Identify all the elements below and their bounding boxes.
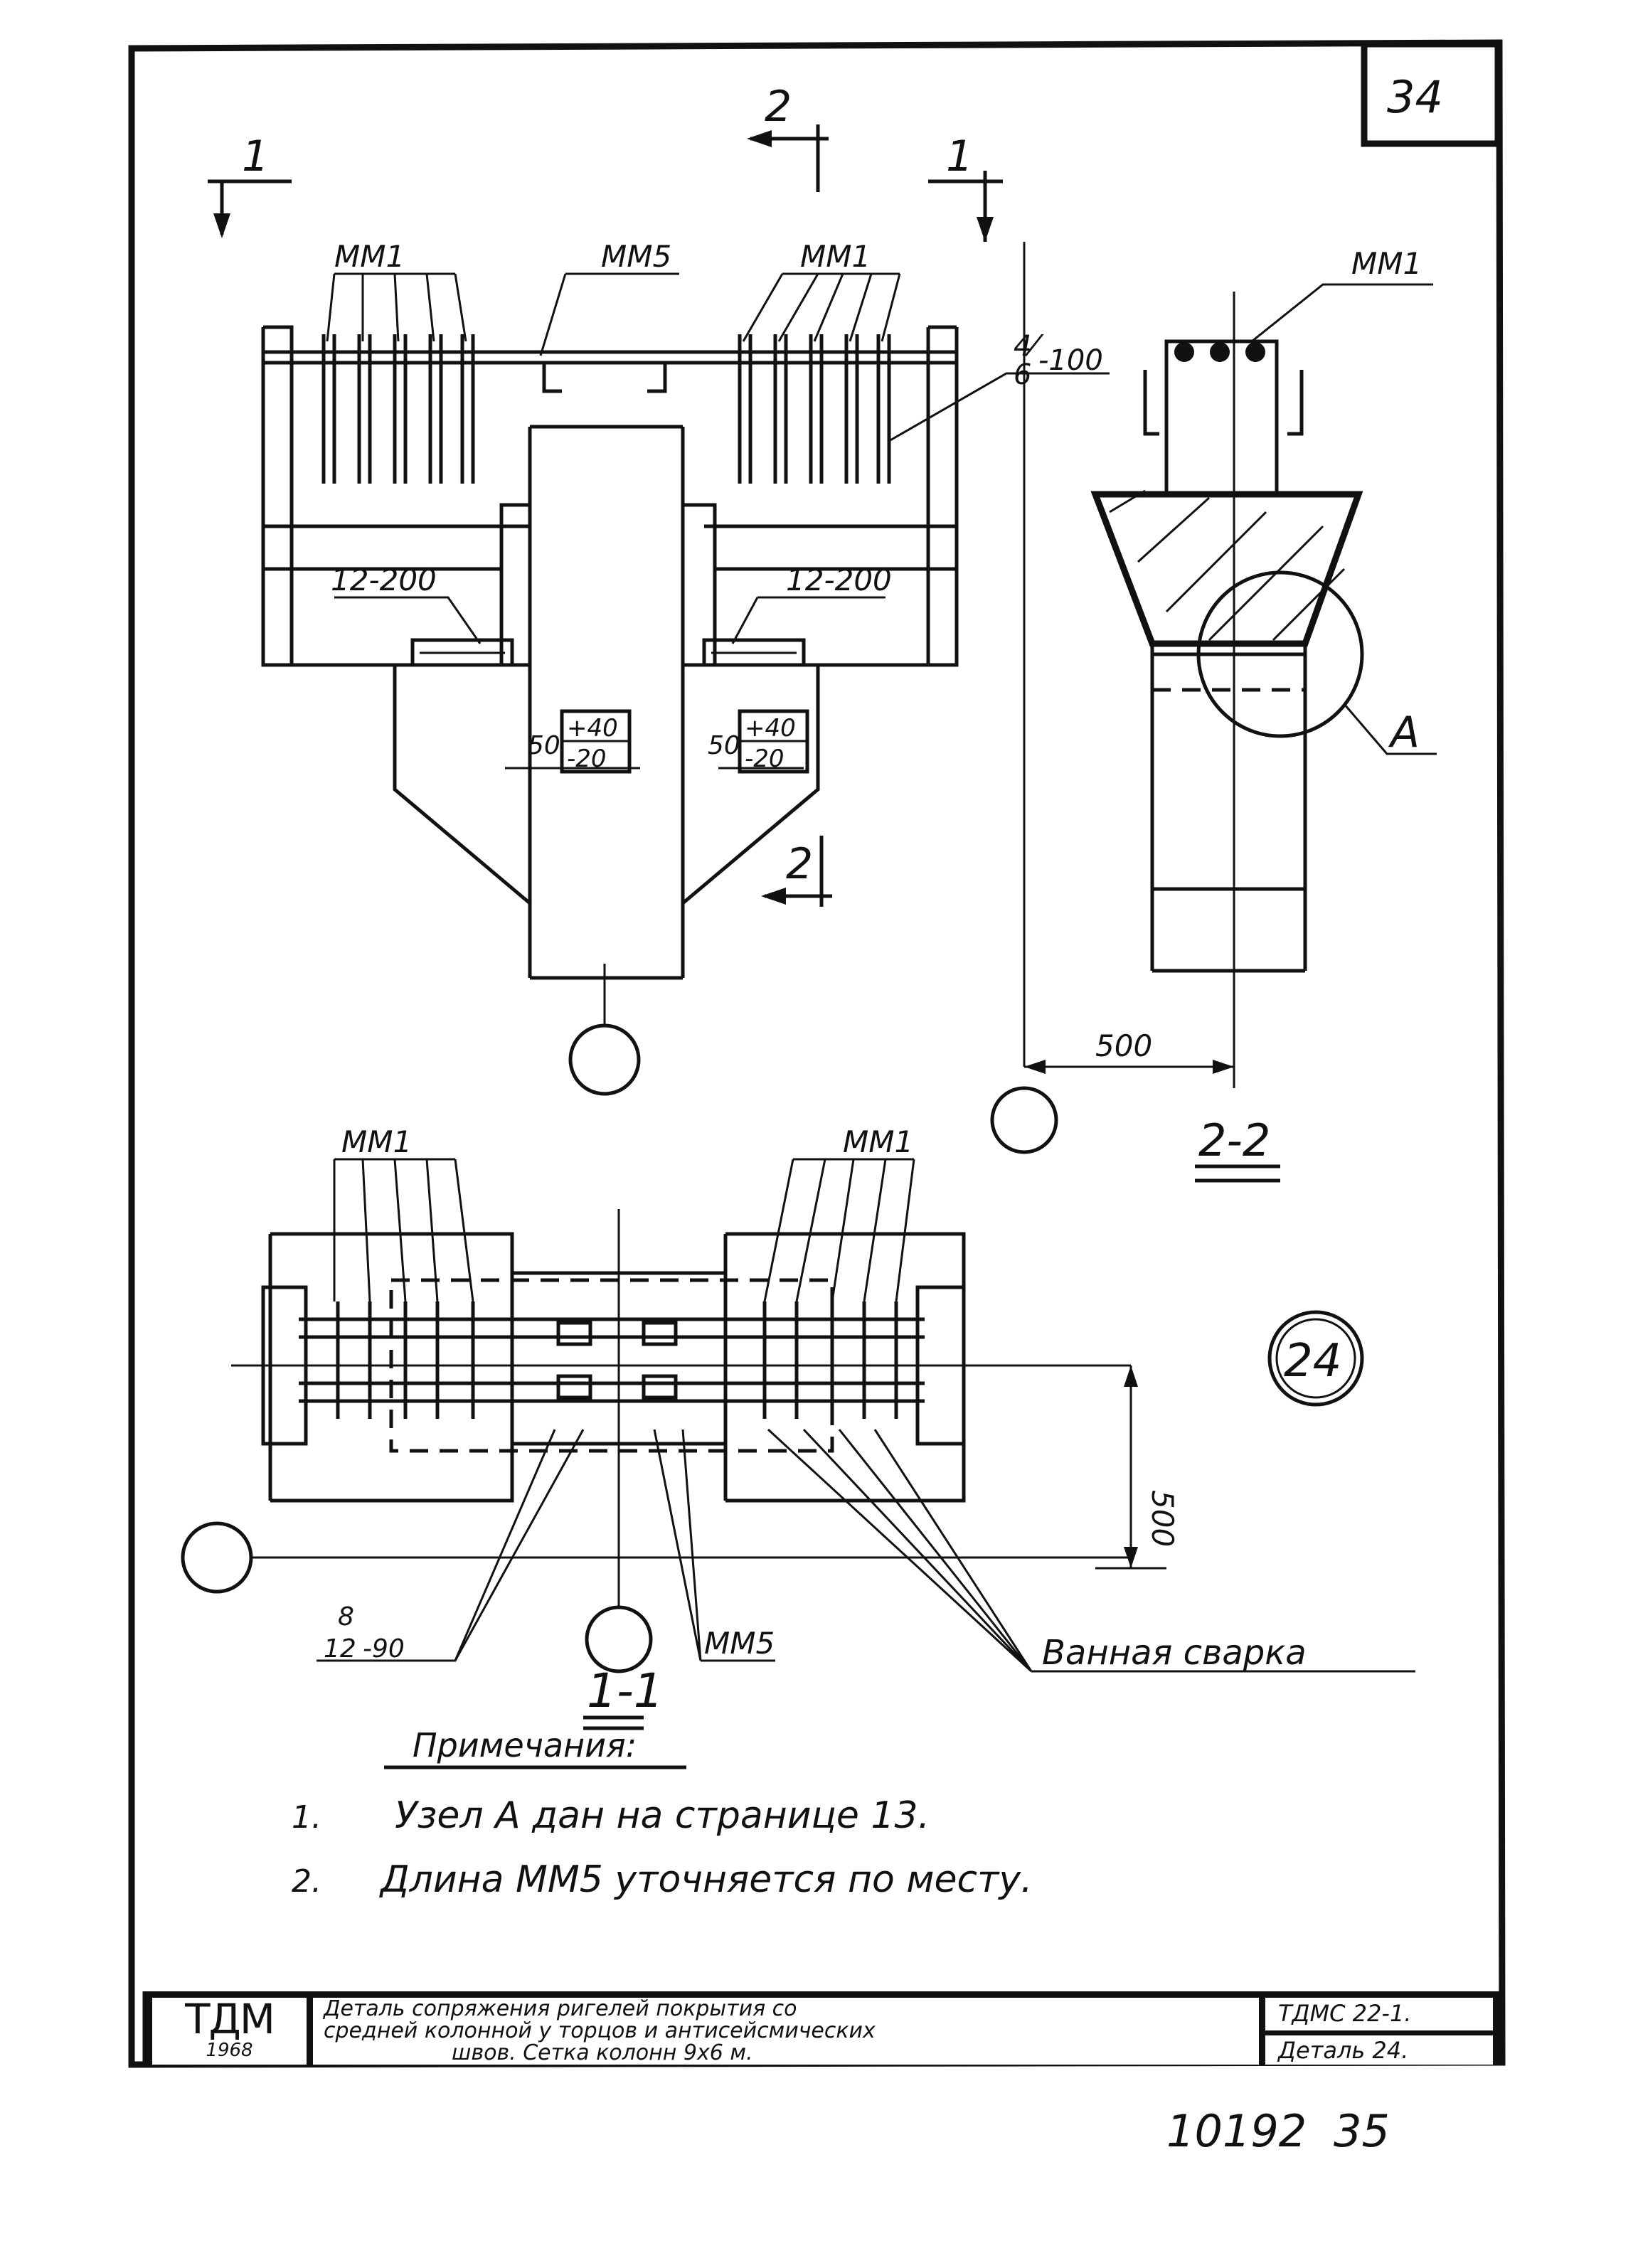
label-rebar-bottom-den: 12	[324, 1634, 356, 1663]
title-cell-description: Деталь сопряжения ригелей покрытия со ср…	[317, 1998, 1259, 2065]
label-mm5-bottom: MM5	[704, 1626, 775, 1661]
section-1-right: 1	[946, 132, 973, 181]
tol-minus-left: -20	[567, 745, 607, 773]
label-rebar-bottom-num: 8	[338, 1602, 354, 1631]
section-1-left: 1	[242, 132, 269, 181]
tol-plus-left: +40	[567, 714, 618, 742]
title-block-panel: ТДМ 1968 Деталь сопряжения ригелей покры…	[146, 1991, 1499, 2065]
org-mark: ТДМ	[185, 1995, 275, 2043]
stirrups-left	[321, 334, 475, 484]
label-grid-right: 12-200	[786, 563, 892, 597]
note-2-number: 2.	[292, 1863, 321, 1900]
note-1-text: Узел А дан на странице 13.	[395, 1794, 930, 1837]
label-mm1-plan-left: MM1	[341, 1124, 412, 1159]
page-number: 34	[1387, 71, 1443, 123]
label-mm1-section22: MM1	[1351, 246, 1422, 281]
section-2-top: 2	[765, 82, 792, 132]
archive-number: 10192	[1166, 2105, 1307, 2157]
tol-minus-right: -20	[745, 745, 785, 773]
plan-1-1-view	[181, 1158, 1415, 1730]
label-rebar-bottom-step: -90	[363, 1634, 405, 1663]
title-line-3: швов. Сетка колонн 9х6 м.	[452, 2040, 753, 2065]
elevation-view	[208, 124, 1110, 1096]
section-2-lower: 2	[786, 839, 813, 889]
sheet-frame	[128, 39, 1506, 2068]
label-rebar-top-step: -100	[1038, 344, 1103, 377]
detail-number: 24	[1284, 1335, 1341, 1388]
section-2-2-view	[990, 242, 1437, 1183]
notes-title: Примечания:	[413, 1726, 637, 1764]
title-cell-org: ТДМ 1968	[146, 1998, 313, 2065]
org-year: 1968	[206, 2040, 253, 2061]
section-title-2-2: 2-2	[1198, 1114, 1270, 1166]
label-node-a: A	[1388, 708, 1420, 757]
label-bath-weld: Ванная сварка	[1042, 1633, 1307, 1673]
label-mm5-top: MM5	[601, 239, 671, 274]
section-title-1-1: 1-1	[587, 1663, 664, 1718]
label-mm1-plan-right: MM1	[843, 1124, 913, 1159]
title-code: ТДМС 22-1.	[1265, 1998, 1493, 2035]
stirrups-right	[738, 334, 891, 484]
label-mm1-left: MM1	[334, 239, 405, 274]
label-grid-left: 12-200	[331, 563, 437, 597]
dim-50-right: 50	[708, 731, 740, 760]
dim-500-horizontal: 500	[1095, 1028, 1152, 1063]
note-2-text: Длина ММ5 уточняется по месту.	[379, 1858, 1033, 1901]
note-1-number: 1.	[292, 1799, 321, 1836]
label-rebar-top-den: 6	[1014, 358, 1031, 391]
title-cell-code: ТДМС 22-1. Деталь 24.	[1259, 1998, 1499, 2065]
title-line-1: Деталь сопряжения ригелей покрытия со	[324, 1996, 797, 2021]
archive-page: 35	[1334, 2105, 1390, 2157]
tol-plus-right: +40	[745, 714, 796, 742]
label-mm1-right: MM1	[800, 239, 871, 274]
dim-500-vertical: 500	[1145, 1490, 1180, 1547]
title-line-2: средней колонной у торцов и антисейсмиче…	[324, 2018, 876, 2043]
title-detail: Деталь 24.	[1278, 2037, 1409, 2064]
dim-50-left: 50	[528, 731, 560, 760]
